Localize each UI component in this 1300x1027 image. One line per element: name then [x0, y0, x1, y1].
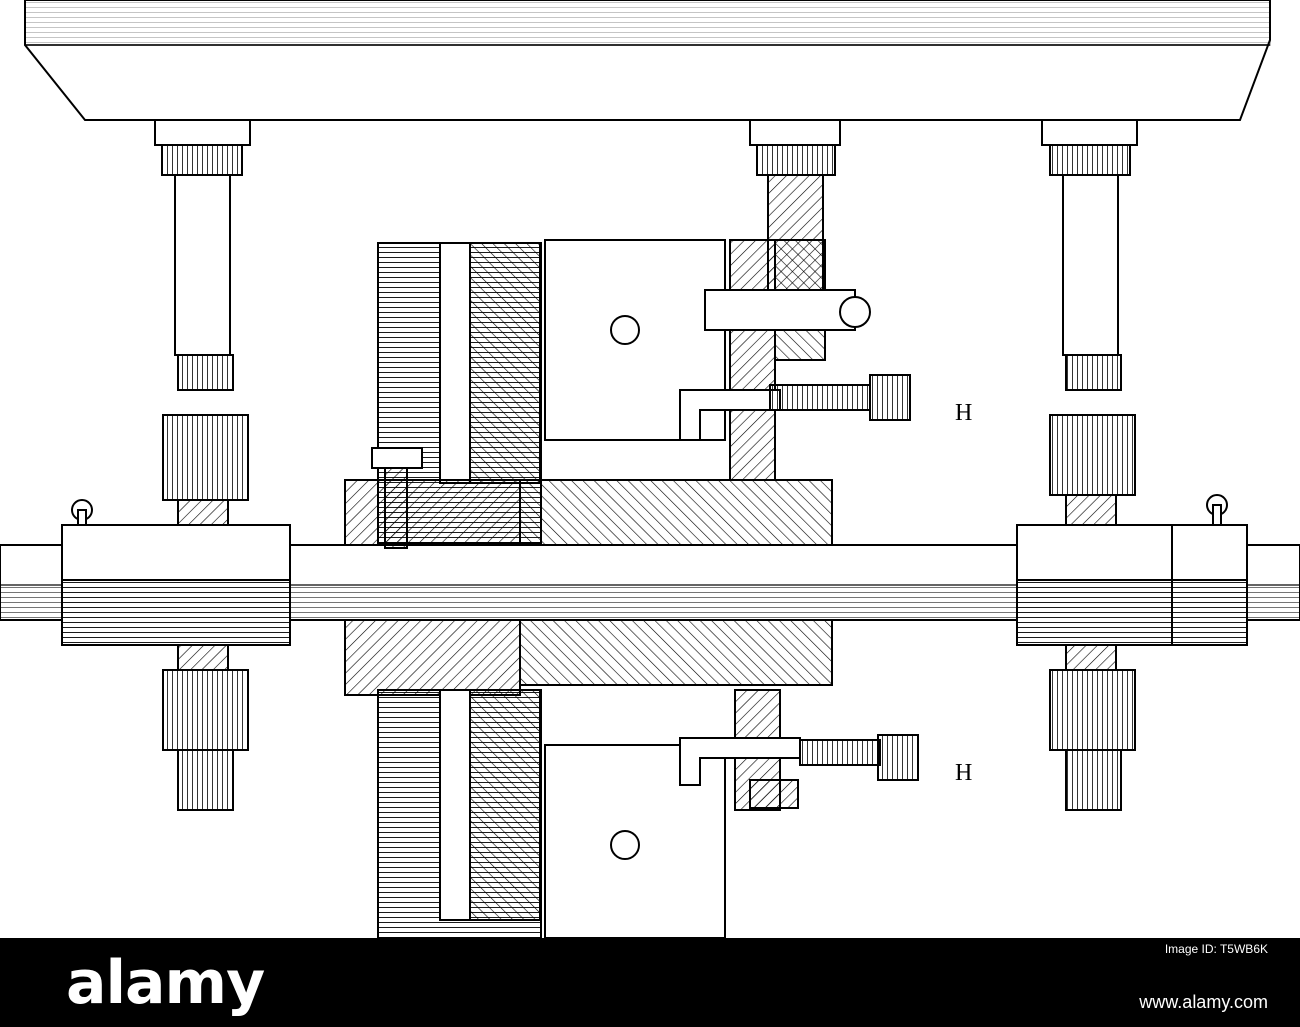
- engraving-illustration: H H: [0, 0, 1300, 939]
- stock-footer: alamy Image ID: T5WB6K www.alamy.com: [0, 938, 1300, 1027]
- clutch-upper: [344, 239, 833, 549]
- brand-name: alamy: [66, 948, 265, 1018]
- clutch-lower: [344, 619, 833, 939]
- image-id: Image ID: T5WB6K: [1164, 942, 1268, 956]
- spring-bolt-lower: [679, 734, 919, 809]
- mechanism-drawing: H H: [0, 0, 1300, 939]
- label-H-upper: H: [955, 400, 972, 426]
- label-H-lower: H: [955, 760, 972, 786]
- bearing-right: [1016, 494, 1248, 646]
- hanger-right: [1041, 119, 1138, 811]
- brand-logo: alamy: [26, 948, 265, 1018]
- top-beam: [24, 0, 1271, 121]
- spring-bolt-upper: [679, 289, 911, 441]
- bearing-left: [61, 499, 291, 646]
- site-url: www.alamy.com: [1139, 992, 1268, 1012]
- hanger-left: [154, 119, 251, 811]
